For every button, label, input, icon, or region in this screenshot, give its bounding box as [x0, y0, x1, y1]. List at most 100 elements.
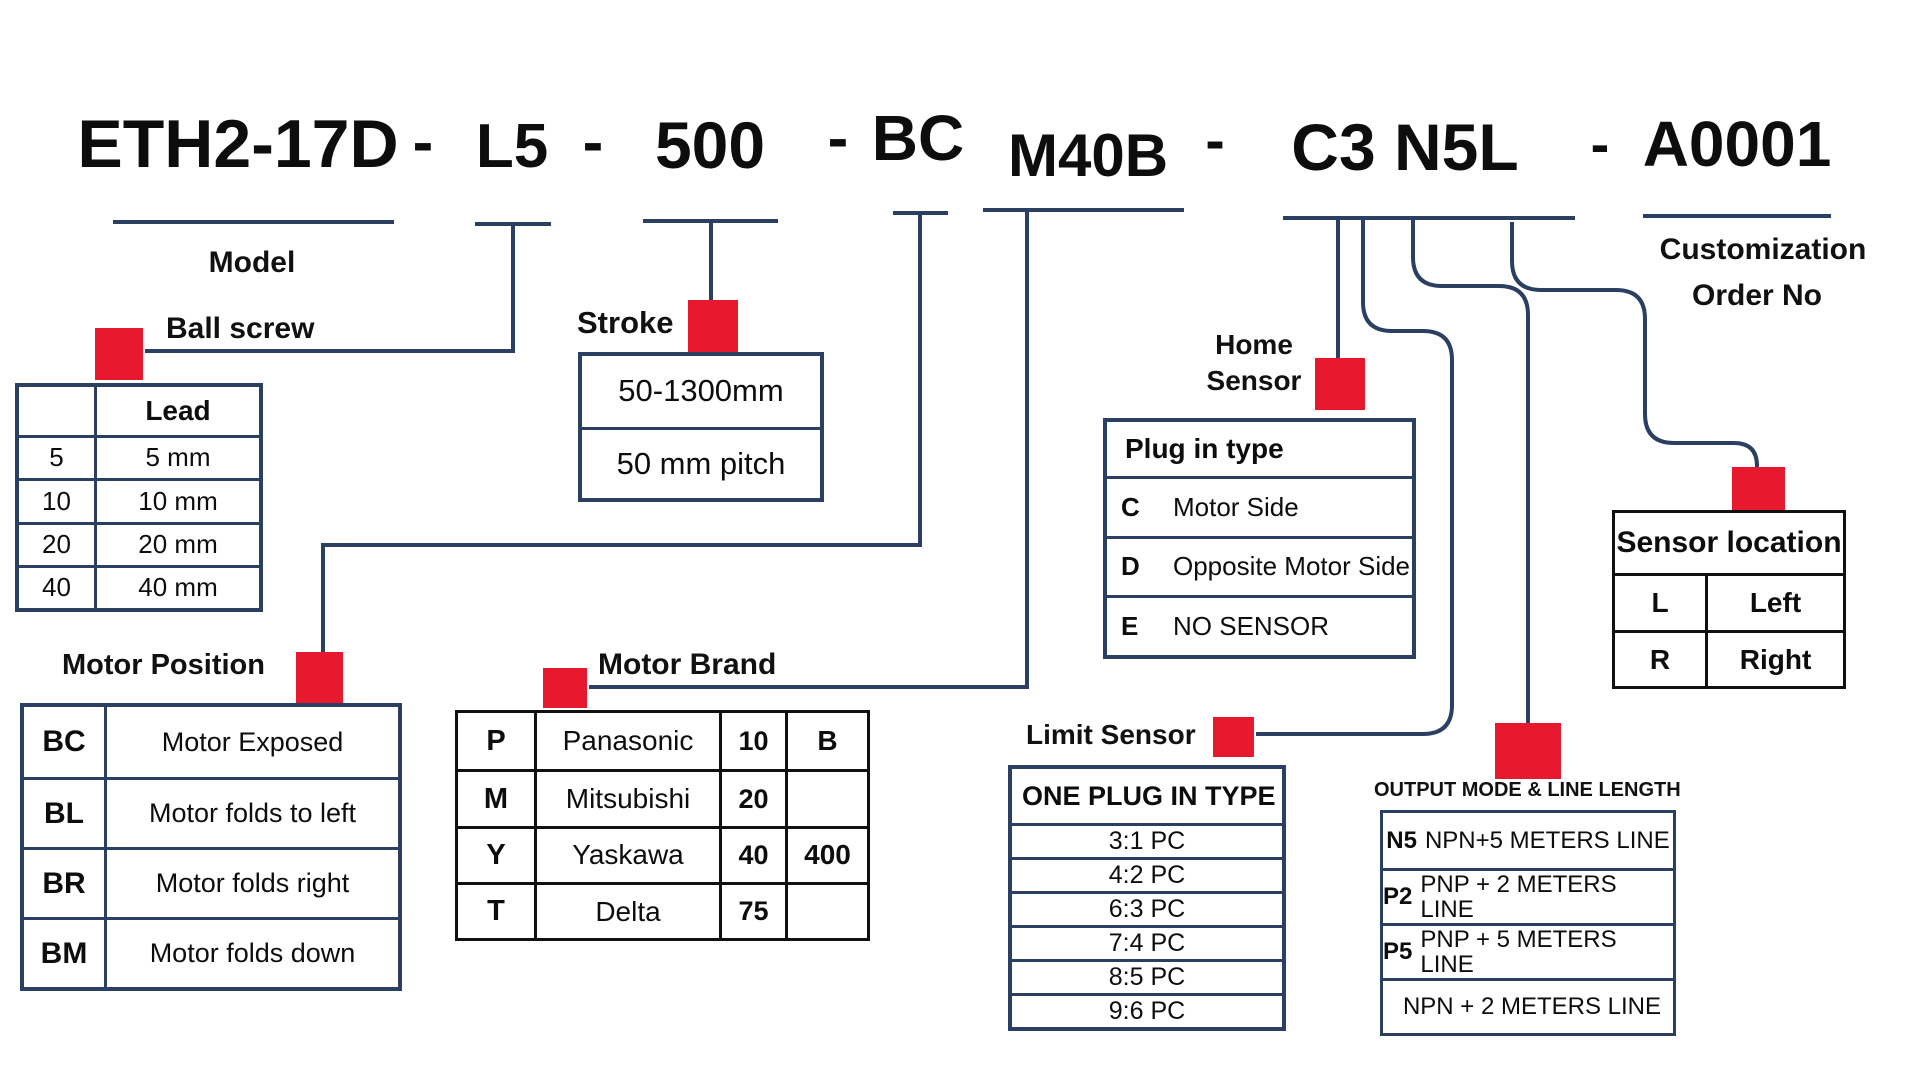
plug-in-type-table: Plug in type C Motor Side D Opposite Mot…	[1103, 418, 1416, 659]
cell: Motor Side	[1173, 491, 1299, 522]
table-row: C Motor Side	[1107, 476, 1412, 536]
table-row: 8:5 PC	[1012, 959, 1282, 993]
cell	[19, 387, 94, 435]
cell: N5	[1386, 826, 1417, 854]
cell: R	[1615, 629, 1705, 687]
code-ball-screw: L5	[475, 112, 549, 181]
cell: 40 mm	[94, 564, 259, 608]
cell: T	[458, 881, 534, 938]
stroke-pitch: 50 mm pitch	[582, 427, 820, 498]
cell: 40	[719, 825, 785, 882]
ball-screw-label: Ball screw	[166, 312, 315, 345]
limit-sensor-header: ONE PLUG IN TYPE	[1022, 780, 1276, 811]
cell: Opposite Motor Side	[1173, 551, 1411, 582]
home-sensor-marker	[1315, 358, 1365, 410]
cell: 10	[19, 478, 94, 521]
cell: M	[458, 769, 534, 825]
customization-label-line1: Customization	[1659, 233, 1867, 266]
cell: Delta	[534, 881, 719, 938]
dash-icon: -	[1205, 108, 1225, 173]
cell: E	[1121, 611, 1139, 642]
motor-brand-label: Motor Brand	[598, 648, 777, 681]
connector-output-mode	[1411, 220, 1530, 725]
code-stroke: 500	[654, 108, 766, 182]
table-row: NPN + 2 METERS LINE	[1383, 978, 1673, 1033]
code-model: ETH2-17D	[77, 106, 399, 182]
sensor-location-marker	[1732, 467, 1785, 511]
sensor-location-header: Sensor location	[1616, 526, 1842, 560]
limit-sensor-marker	[1213, 717, 1254, 757]
table-row: D Opposite Motor Side	[1107, 535, 1412, 596]
output-mode-label: OUTPUT MODE & LINE LENGTH	[1374, 779, 1681, 801]
dash-icon: -	[1590, 112, 1610, 175]
dash-icon: -	[412, 108, 434, 177]
cell: Motor folds right	[104, 847, 398, 917]
stroke-box: 50-1300mm 50 mm pitch	[578, 352, 824, 502]
stroke-marker	[688, 300, 738, 353]
cell: Left	[1705, 573, 1843, 630]
code-order-no: A0001	[1642, 108, 1832, 180]
cell: 5	[19, 435, 94, 478]
code-motor-brand: M40B	[1007, 122, 1169, 189]
motor-brand-table: P Panasonic 10 B M Mitsubishi 20 Y Yaska…	[455, 710, 870, 941]
cell: P5	[1383, 938, 1413, 966]
cell: Motor folds to left	[104, 777, 398, 847]
cell: P2	[1383, 883, 1413, 911]
stroke-label: Stroke	[577, 305, 674, 340]
cell: Right	[1705, 629, 1843, 686]
stroke-range: 50-1300mm	[618, 373, 784, 409]
motor-position-marker	[296, 652, 343, 705]
table-row: P2 PNP + 2 METERS LINE	[1383, 868, 1673, 923]
cell: P	[486, 724, 506, 757]
cell: BL	[24, 777, 104, 847]
limit-sensor-label: Limit Sensor	[1026, 719, 1196, 750]
cell: 20	[19, 521, 94, 565]
limit-sensor-table: ONE PLUG IN TYPE 3:1 PC 4:2 PC 6:3 PC 7:…	[1008, 765, 1286, 1031]
cell: 20 mm	[94, 521, 259, 565]
cell: Y	[458, 825, 534, 882]
output-mode-table: N5 NPN+5 METERS LINE P2 PNP + 2 METERS L…	[1380, 810, 1676, 1036]
cell: Motor Exposed	[104, 707, 398, 777]
motor-position-label: Motor Position	[62, 649, 265, 681]
cell: C	[1121, 491, 1140, 522]
cell: Yaskawa	[534, 825, 719, 882]
code-sensor: C3 N5L	[1291, 110, 1519, 184]
cell	[785, 769, 867, 826]
table-row: N5 NPN+5 METERS LINE	[1383, 813, 1673, 868]
code-motor-position: BC	[871, 102, 965, 174]
table-row: 4:2 PC	[1012, 857, 1282, 891]
cell: PNP + 5 METERS LINE	[1420, 925, 1617, 978]
cell	[785, 881, 867, 938]
cell: BR	[24, 847, 104, 917]
cell: B	[785, 713, 867, 770]
table-row: 9:6 PC	[1012, 993, 1282, 1027]
cell: PNP + 2 METERS LINE	[1420, 870, 1617, 923]
output-mode-marker	[1495, 723, 1561, 779]
home-sensor-label-line2: Sensor	[1206, 365, 1302, 396]
cell: 400	[785, 825, 867, 882]
cell: Mitsubishi	[534, 769, 719, 826]
plug-in-type-header: Plug in type	[1125, 433, 1284, 465]
model-label: Model	[208, 246, 296, 279]
sensor-location-table: Sensor location L Left R Right	[1612, 510, 1846, 689]
cell: 5 mm	[94, 435, 259, 479]
home-sensor-label-line1: Home	[1215, 329, 1293, 360]
table-row: 6:3 PC	[1012, 891, 1282, 925]
customization-label-line2: Order No	[1691, 279, 1823, 312]
dash-icon: -	[582, 108, 604, 177]
cell: NPN + 2 METERS LINE	[1402, 993, 1662, 1021]
table-row: E NO SENSOR	[1107, 595, 1412, 655]
cell: 20	[719, 769, 785, 826]
lead-table: Lead 5 5 mm 10 10 mm 20 20 mm 40 40 mm	[15, 383, 263, 612]
cell: NPN+5 METERS LINE	[1424, 826, 1670, 854]
cell: BM	[24, 917, 104, 987]
cell: 75	[719, 881, 785, 938]
lead-table-header: Lead	[94, 387, 259, 435]
cell: BC	[42, 725, 86, 759]
motor-position-table: BC Motor Exposed BL Motor folds to left …	[20, 703, 402, 991]
ball-screw-marker	[95, 328, 143, 380]
dash-icon: -	[827, 104, 849, 173]
cell: D	[1121, 551, 1140, 582]
cell: 10	[719, 713, 785, 770]
